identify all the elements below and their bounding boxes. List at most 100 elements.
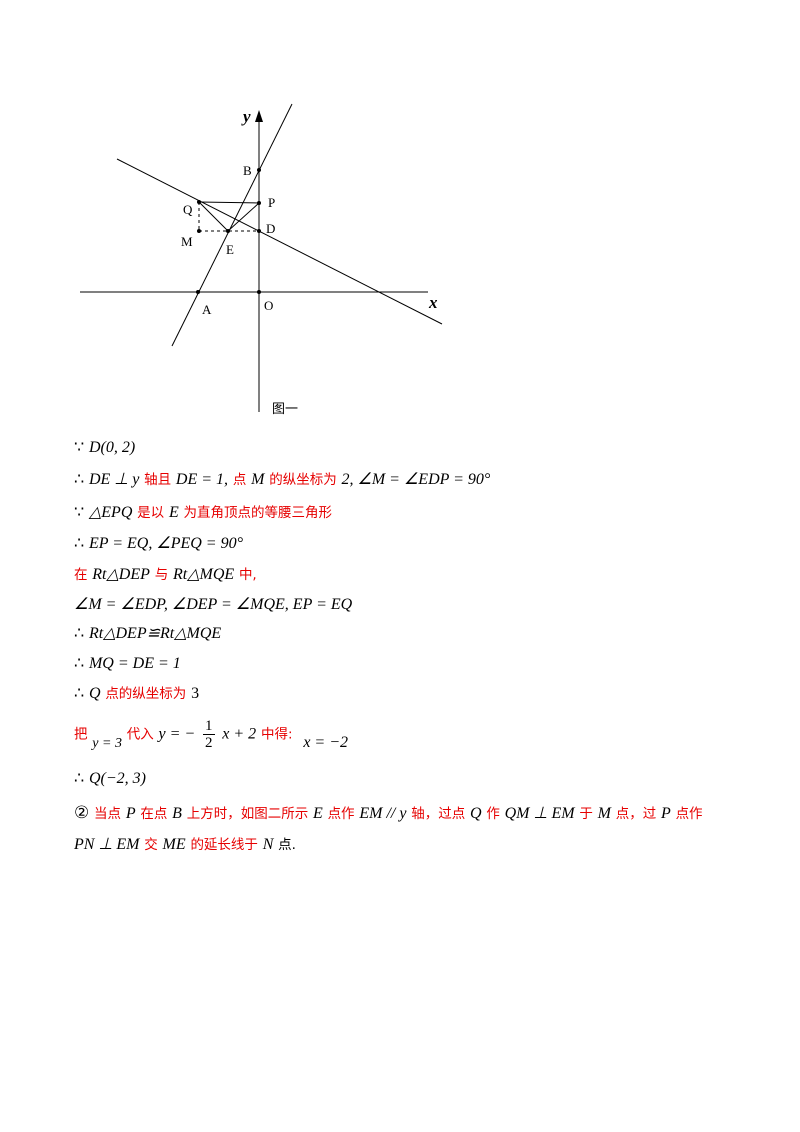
text-substitute: 代入: [126, 726, 154, 743]
math-x-plus-2: x + 2: [222, 725, 257, 743]
text-gives: 中得:: [260, 726, 293, 743]
math-b: B: [172, 805, 182, 822]
proof-line-6: ∠M = ∠EDP, ∠DEP = ∠MQE, EP = EQ: [74, 593, 352, 617]
label-B: B: [243, 163, 252, 178]
proof-line-10: 把 y = 3 代入 y = − 1 2 x + 2 中得: x = −2: [74, 718, 348, 758]
text-point-through: 点，过: [615, 806, 657, 822]
point-M: [197, 229, 201, 233]
math-y-eq-3: y = 3: [92, 735, 122, 751]
coordinate-figure: y x B P Q D M E A O 图一: [80, 103, 443, 417]
proof-line-1: ∵ D(0, 2): [74, 436, 135, 460]
text-axis-and: 轴且: [144, 472, 172, 488]
text-is-with: 是以: [137, 505, 165, 521]
text-at-point: 在点: [140, 806, 168, 822]
fraction-numerator: 1: [203, 718, 215, 735]
proof-line-5: 在 Rt△DEP 与 Rt△MQE 中,: [74, 563, 257, 587]
text-at: 于: [579, 806, 593, 822]
math-angle-m: 2, ∠M = ∠EDP = 90°: [341, 471, 491, 488]
because-symbol: ∵: [74, 439, 85, 456]
label-M: M: [181, 234, 193, 249]
point-D: [257, 229, 261, 233]
text-extension: 的延长线于: [190, 837, 258, 853]
proof-line-4: ∴ EP = EQ, ∠PEQ = 90°: [74, 532, 243, 556]
math-three: 3: [191, 685, 200, 702]
point-P: [257, 201, 261, 205]
text-ordinate-is: 的纵坐标为: [269, 472, 337, 488]
proof-line-13: PN ⊥ EM 交 ME 的延长线于 N 点.: [74, 833, 296, 857]
label-P: P: [268, 195, 275, 210]
segment-EP: [227, 202, 260, 232]
math-p: P: [125, 805, 136, 822]
label-A: A: [202, 302, 212, 317]
math-q: Q: [88, 685, 101, 702]
label-Q: Q: [183, 202, 193, 217]
math-e: E: [168, 504, 179, 521]
point-Q: [197, 200, 201, 204]
segment-QP: [198, 201, 260, 204]
point-B: [257, 168, 261, 172]
x-axis-label: x: [428, 293, 438, 312]
text-point-make: 点作: [327, 806, 355, 822]
math-m: M: [251, 471, 265, 488]
figure-caption: 图一: [272, 402, 298, 417]
text-put: 把: [74, 726, 88, 743]
therefore-symbol: ∴: [74, 685, 85, 702]
point-O: [257, 290, 261, 294]
text-point-make: 点作: [675, 806, 703, 822]
math-qm-perp: QM ⊥ EM: [504, 805, 575, 822]
math-de-perp-y: DE ⊥ y: [88, 471, 140, 488]
text-and: 与: [154, 567, 169, 583]
line-AB: [171, 103, 293, 347]
therefore-symbol: ∴: [74, 625, 85, 642]
math-ep-eq: EP = EQ, ∠PEQ = 90°: [88, 535, 243, 552]
point-d-coord: D(0, 2): [88, 439, 136, 456]
text-axis-through: 轴，过点: [411, 806, 466, 822]
line-D: [116, 158, 443, 325]
math-m: M: [597, 805, 611, 822]
proof-line-3: ∵ △EPQ 是以 E 为直角顶点的等腰三角形: [74, 501, 332, 525]
math-p: P: [661, 805, 671, 822]
proof-line-12: ② 当点 P 在点 B 上方时，如图二所示 E 点作 EM // y 轴，过点 …: [74, 802, 703, 826]
label-E: E: [226, 242, 234, 257]
point-A: [196, 290, 200, 294]
math-n: N: [262, 836, 274, 853]
math-x-eq-neg2: x = −2: [303, 733, 349, 751]
text-q-ordinate: 点的纵坐标为: [105, 686, 187, 702]
text-in: 在: [74, 567, 88, 583]
proof-line-9: ∴ Q 点的纵坐标为 3: [74, 682, 199, 706]
math-triangle-epq: △EPQ: [88, 504, 133, 521]
math-rt-dep: Rt△DEP: [92, 566, 150, 583]
math-de-eq-1: DE = 1,: [175, 471, 229, 488]
text-isosceles-right: 为直角顶点的等腰三角形: [183, 505, 333, 521]
math-mq-de: MQ = DE = 1: [88, 655, 181, 672]
label-D: D: [266, 221, 275, 236]
therefore-symbol: ∴: [74, 535, 85, 552]
math-angle-equalities: ∠M = ∠EDP, ∠DEP = ∠MQE, EP = EQ: [74, 596, 353, 613]
therefore-symbol: ∴: [74, 770, 85, 787]
segment-QE: [198, 201, 229, 232]
math-congruent: Rt△DEP≌Rt△MQE: [88, 625, 222, 642]
math-pn-perp: PN ⊥ EM: [74, 836, 140, 853]
circled-two: ②: [74, 803, 90, 822]
therefore-symbol: ∴: [74, 655, 85, 672]
text-above-fig2: 上方时，如图二所示: [186, 806, 309, 822]
proof-line-8: ∴ MQ = DE = 1: [74, 652, 181, 676]
math-q-coord: Q(−2, 3): [88, 770, 146, 787]
y-axis-arrow: [255, 110, 263, 122]
text-point: 点: [232, 472, 247, 488]
fraction-denominator: 2: [205, 735, 213, 751]
math-em-parallel: EM // y: [359, 805, 407, 822]
proof-line-11: ∴ Q(−2, 3): [74, 767, 146, 791]
text-when-point: 当点: [94, 806, 122, 822]
text-point-end: 点.: [278, 837, 296, 853]
y-axis-label: y: [241, 107, 251, 126]
math-y-eq-minus: y = −: [158, 725, 196, 743]
math-e: E: [313, 805, 323, 822]
proof-line-7: ∴ Rt△DEP≌Rt△MQE: [74, 622, 221, 646]
label-O: O: [264, 298, 273, 313]
text-make: 作: [486, 806, 500, 822]
fraction-half: 1 2: [203, 718, 215, 751]
math-q: Q: [470, 805, 482, 822]
math-me: ME: [162, 836, 186, 853]
point-E: [226, 229, 230, 233]
